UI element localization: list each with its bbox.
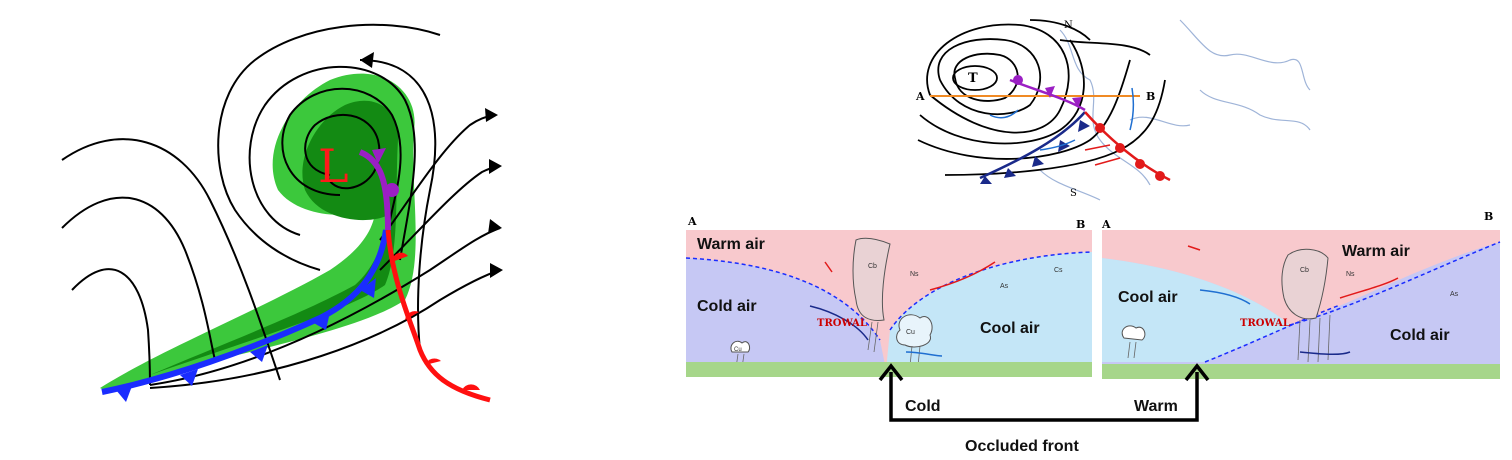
top-point-a: A	[915, 90, 925, 103]
warm-panel-rain	[1127, 314, 1331, 363]
cold-front-triangles	[116, 278, 376, 402]
left-synoptic-map: L	[61, 23, 503, 403]
coastline	[1039, 19, 1311, 201]
warm-panel-cb-label: Cb	[1300, 267, 1309, 274]
cold-panel-warm-boundary	[889, 251, 1093, 331]
bracket-cold-label: Cold	[905, 398, 941, 415]
cold-front-line	[101, 229, 389, 395]
warm-occlusion-panel: A B Warm air Cool air Cold air TROWAL Cb…	[1101, 210, 1501, 379]
top-low-label: T	[968, 71, 978, 86]
top-south-label: S	[1070, 188, 1077, 199]
low-pressure-label: L	[318, 139, 349, 193]
bracket-arrow-right	[1184, 363, 1210, 382]
cold-panel-cold-air-label: Cold air	[697, 298, 757, 315]
warm-panel-small-cloud	[1121, 325, 1146, 341]
cold-panel-cold-boundary	[685, 257, 881, 341]
warm-panel-cool-boundary	[1204, 304, 1341, 363]
cold-panel-cu-cloud	[896, 314, 933, 348]
warm-panel-warm-air-label: Warm air	[1342, 243, 1410, 260]
warm-front-line	[385, 229, 491, 403]
top-synoptic-map: A B N S T	[915, 19, 1311, 201]
bracket-warm-label: Warm	[1134, 398, 1178, 415]
occluded-front-symbols	[372, 148, 399, 197]
cold-panel-corner-b: B	[1076, 218, 1085, 231]
cold-panel-cu-label: Cu	[906, 329, 915, 336]
cold-panel-as-label: As	[1000, 283, 1009, 290]
warm-panel-arrows	[1187, 245, 1399, 356]
top-north-label: N	[1064, 20, 1073, 31]
top-point-b: B	[1146, 90, 1155, 103]
cold-panel-cs-label: Cs	[1054, 267, 1063, 274]
warm-panel-ground	[1102, 364, 1500, 379]
bracket-line	[889, 372, 1199, 422]
top-warm-arrows	[1084, 144, 1121, 166]
isobar-arrowheads	[360, 52, 503, 278]
cold-panel-cool-air-label: Cool air	[980, 320, 1040, 337]
warm-panel-cool-air-label: Cool air	[1118, 289, 1178, 306]
cold-panel-ns-label: Ns	[910, 271, 919, 278]
cold-panel-cu-small-cloud	[730, 340, 751, 353]
bracket-caption: Occluded front	[965, 438, 1079, 455]
cold-panel-cb-label: Cb	[868, 263, 877, 270]
cold-panel-corner-a: A	[687, 215, 697, 228]
top-cold-symbols	[980, 120, 1090, 184]
top-occluded-symbols	[1013, 75, 1082, 108]
cold-panel-cb-cloud	[852, 237, 891, 321]
warm-panel-as-label: As	[1450, 291, 1459, 298]
warm-front-semicircles	[391, 252, 480, 390]
cold-panel-cool-air	[886, 252, 1092, 370]
warm-panel-cold-air-label: Cold air	[1390, 327, 1450, 344]
warm-panel-ns-label: Ns	[1346, 271, 1355, 278]
top-cold-front	[979, 111, 1086, 180]
cold-panel-trowal-label: TROWAL	[817, 318, 867, 329]
warm-panel-cb-cloud	[1281, 248, 1329, 320]
warm-panel-trowal-label: TROWAL	[1240, 318, 1290, 329]
cold-panel-arrows	[809, 261, 996, 357]
top-flow-arrows	[989, 87, 1135, 151]
cold-panel-cu-small-label: Cu	[734, 347, 742, 353]
bracket-arrow-left	[878, 363, 904, 382]
warm-panel-corner-b: B	[1484, 210, 1493, 223]
occluded-front-line	[358, 149, 391, 231]
warm-panel-cool-air	[1102, 258, 1290, 362]
warm-panel-corner-a: A	[1101, 218, 1111, 231]
cold-panel-warm-air-label: Warm air	[697, 236, 765, 253]
warm-panel-warm-boundary	[1289, 241, 1501, 326]
cold-occlusion-panel: A B Warm air Cold air Cool air TROWAL Cb…	[685, 215, 1093, 377]
top-warm-symbols	[1095, 123, 1165, 181]
occluded-front-bracket: Cold Warm Occluded front	[878, 363, 1210, 455]
